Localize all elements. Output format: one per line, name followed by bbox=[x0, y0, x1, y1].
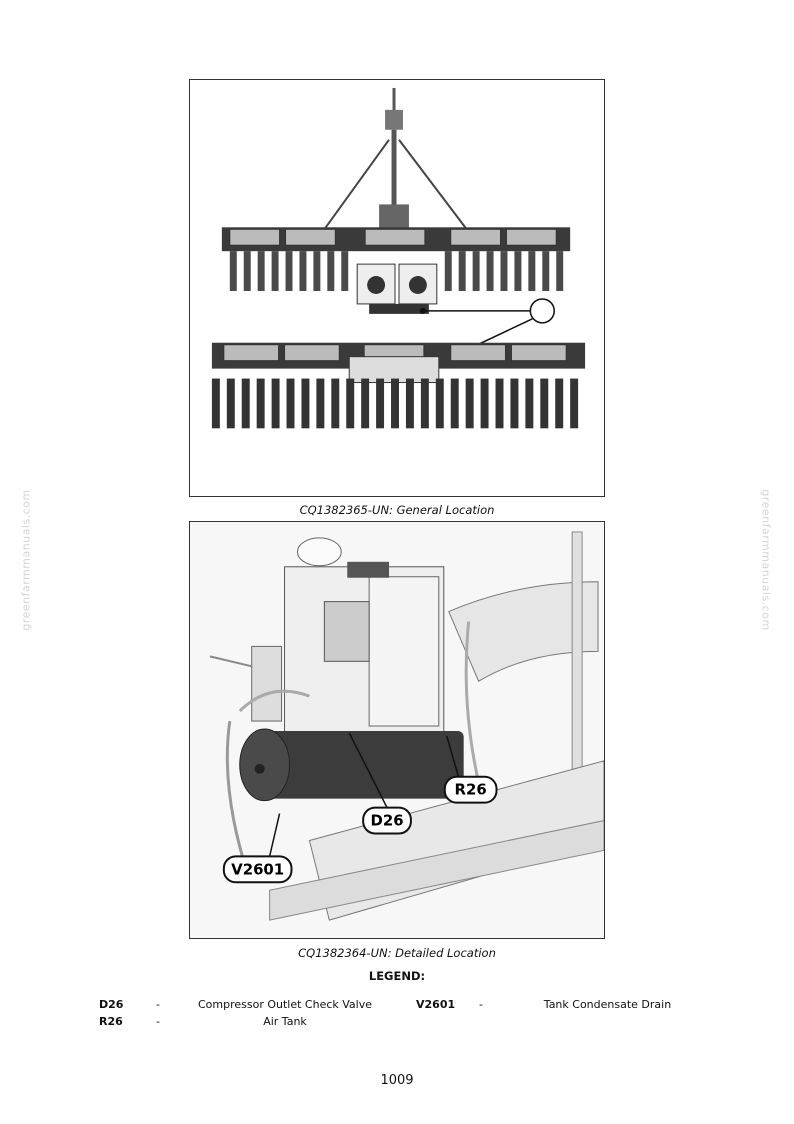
figure-caption-detailed: CQ1382364-UN: Detailed Location bbox=[298, 946, 496, 960]
callout-r26: R26 bbox=[443, 775, 498, 804]
legend-code-d26: D26 bbox=[99, 998, 124, 1011]
svg-text:D26: D26 bbox=[370, 812, 403, 830]
legend-dash: - bbox=[156, 998, 160, 1011]
page-number: 1009 bbox=[380, 1073, 414, 1088]
figure-general-location bbox=[189, 79, 605, 497]
legend-desc-v2601: Tank Condensate Drain bbox=[543, 998, 672, 1011]
legend-desc-d26: Compressor Outlet Check Valve bbox=[197, 998, 373, 1011]
callout-d26: D26 bbox=[362, 806, 412, 835]
air-tank-detail-illustration: R26 D26 V2601 bbox=[190, 522, 604, 938]
legend-dash: - bbox=[156, 1015, 160, 1028]
watermark-right: greenfarmmanuals.com bbox=[759, 489, 773, 631]
planter-overview-illustration bbox=[211, 87, 586, 429]
svg-text:R26: R26 bbox=[455, 781, 487, 799]
svg-text:V2601: V2601 bbox=[231, 860, 284, 878]
watermark-left: greenfarmmanuals.com bbox=[19, 489, 33, 631]
legend-title: LEGEND: bbox=[368, 969, 426, 983]
legend-dash: - bbox=[479, 998, 483, 1011]
callout-v2601: V2601 bbox=[222, 855, 293, 884]
figure-detailed-location: R26 D26 V2601 bbox=[189, 521, 605, 939]
legend-code-v2601: V2601 bbox=[416, 998, 456, 1011]
figure-caption-general: CQ1382365-UN: General Location bbox=[299, 503, 495, 517]
legend-code-r26: R26 bbox=[99, 1015, 123, 1028]
legend-desc-r26: Air Tank bbox=[263, 1015, 307, 1028]
